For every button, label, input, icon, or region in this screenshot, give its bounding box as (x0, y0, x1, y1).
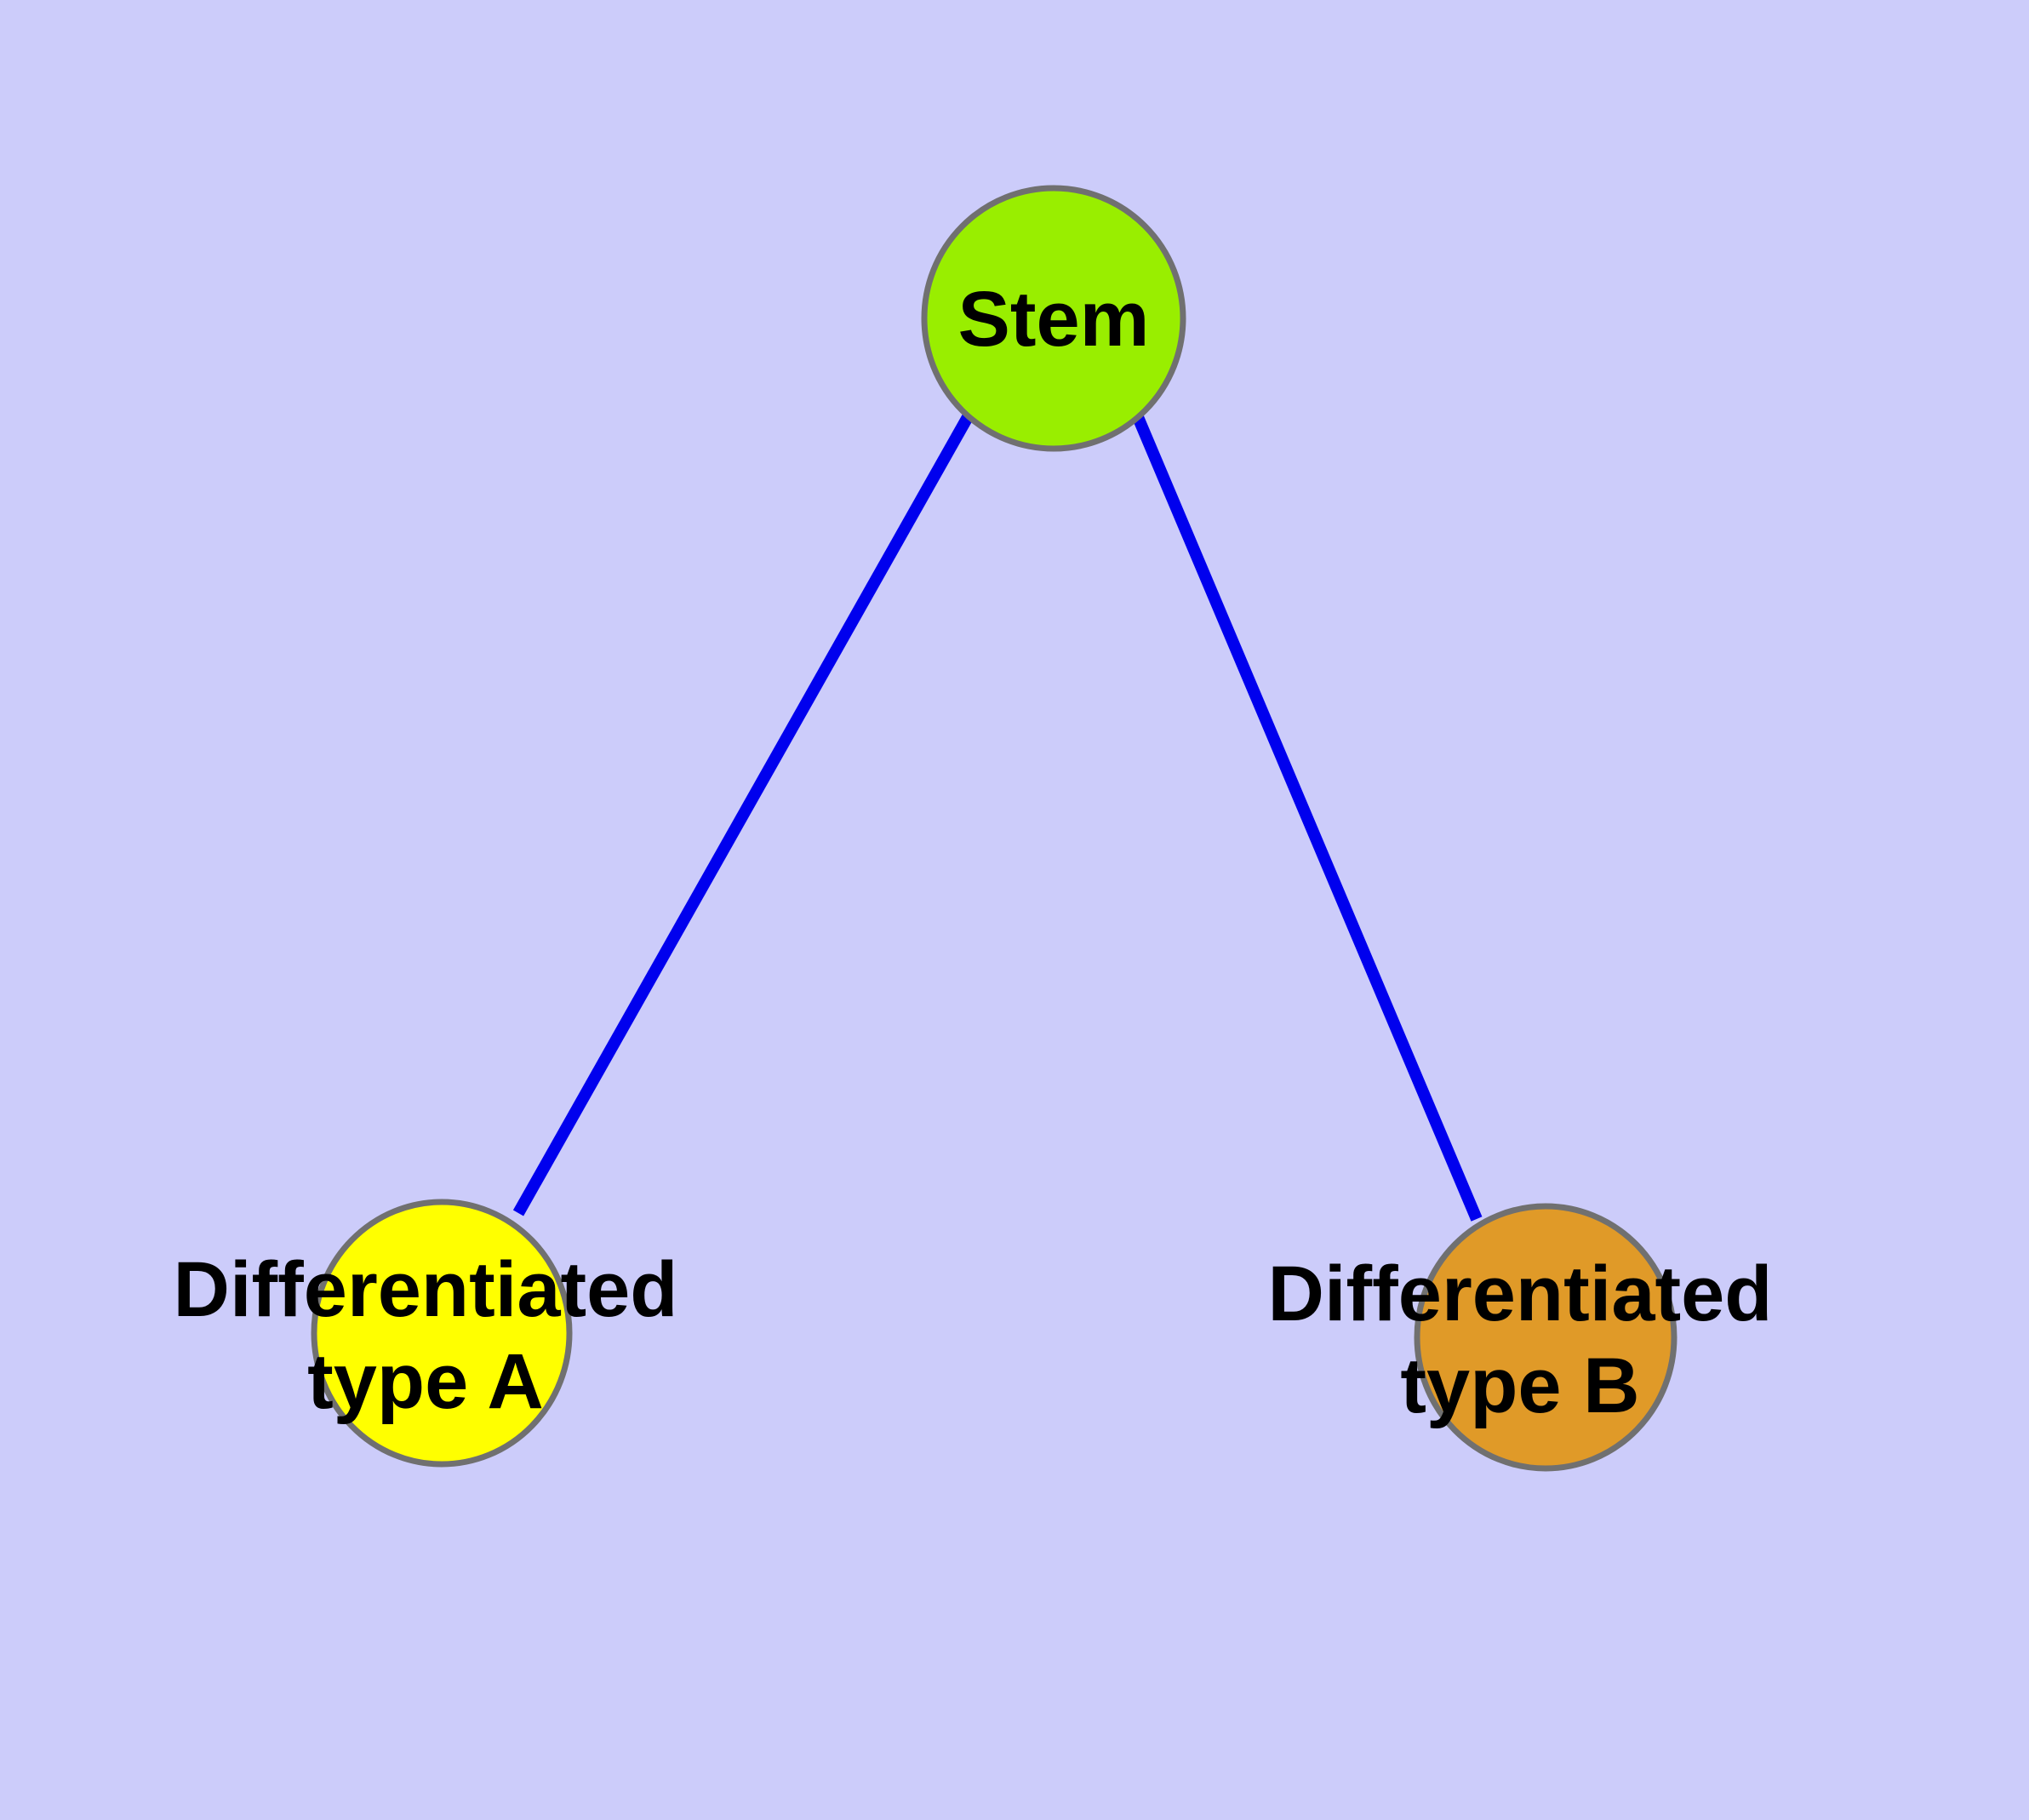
graph-node-label-line: type A (307, 1338, 544, 1425)
graph-edge-stem-to-diff-a (512, 414, 974, 1216)
graph-node-diff-b[interactable] (1414, 1203, 1677, 1472)
graph-node-label-line: Differentiated (1268, 1251, 1773, 1337)
graph-node-diff-a[interactable] (311, 1199, 573, 1468)
graph-node-label-stem: Stem (958, 276, 1150, 363)
nodes-group (311, 185, 1677, 1472)
edges-group (512, 414, 1483, 1222)
graph-node-label-line: Differentiated (174, 1246, 678, 1333)
graph-node-label-line: type B (1400, 1342, 1639, 1429)
graph-node-label-line: Stem (958, 276, 1150, 363)
graph-node-stem[interactable] (921, 185, 1186, 452)
graph-edge-stem-to-diff-b (1132, 415, 1483, 1222)
